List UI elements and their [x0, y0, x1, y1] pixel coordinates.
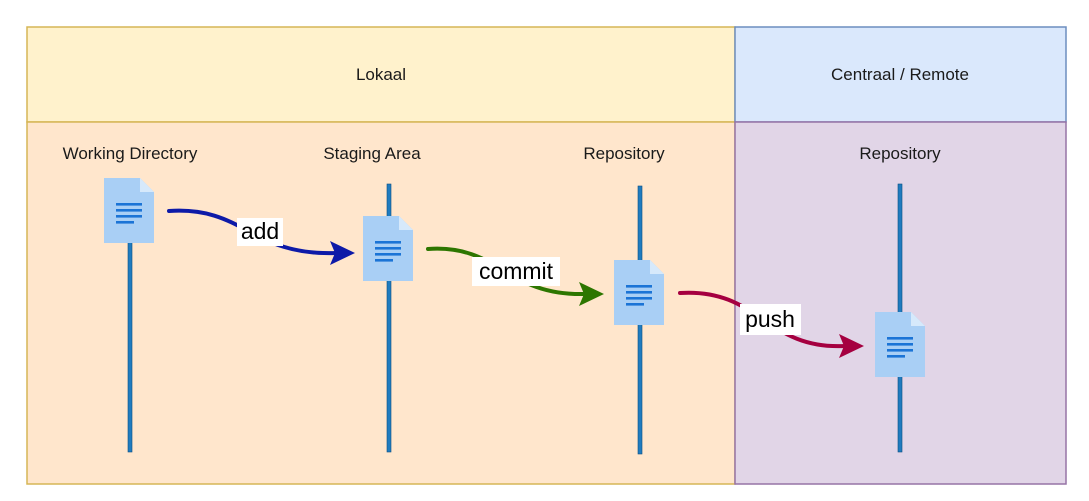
column-label-remote-repository: Repository [859, 144, 941, 163]
document-icon [875, 312, 925, 377]
local-zone: Lokaal [26, 26, 736, 485]
push-label: push [745, 306, 795, 332]
document-icon [363, 216, 413, 281]
commit-label: commit [479, 258, 554, 284]
document-icon [104, 178, 154, 243]
column-label-local-repository: Repository [583, 144, 665, 163]
local-zone-header [26, 26, 736, 123]
commit-label-background [472, 257, 560, 286]
remote-zone-title: Centraal / Remote [831, 65, 969, 84]
add-label-background [237, 218, 283, 246]
lifeline-staging-area [386, 183, 392, 453]
remote-zone-header [734, 26, 1067, 123]
column-label-working-directory: Working Directory [63, 144, 198, 163]
add-label: add [241, 218, 279, 244]
document-icon [614, 260, 664, 325]
push-label-background [740, 304, 801, 335]
column-label-staging-area: Staging Area [323, 144, 421, 163]
local-zone-title: Lokaal [356, 65, 406, 84]
